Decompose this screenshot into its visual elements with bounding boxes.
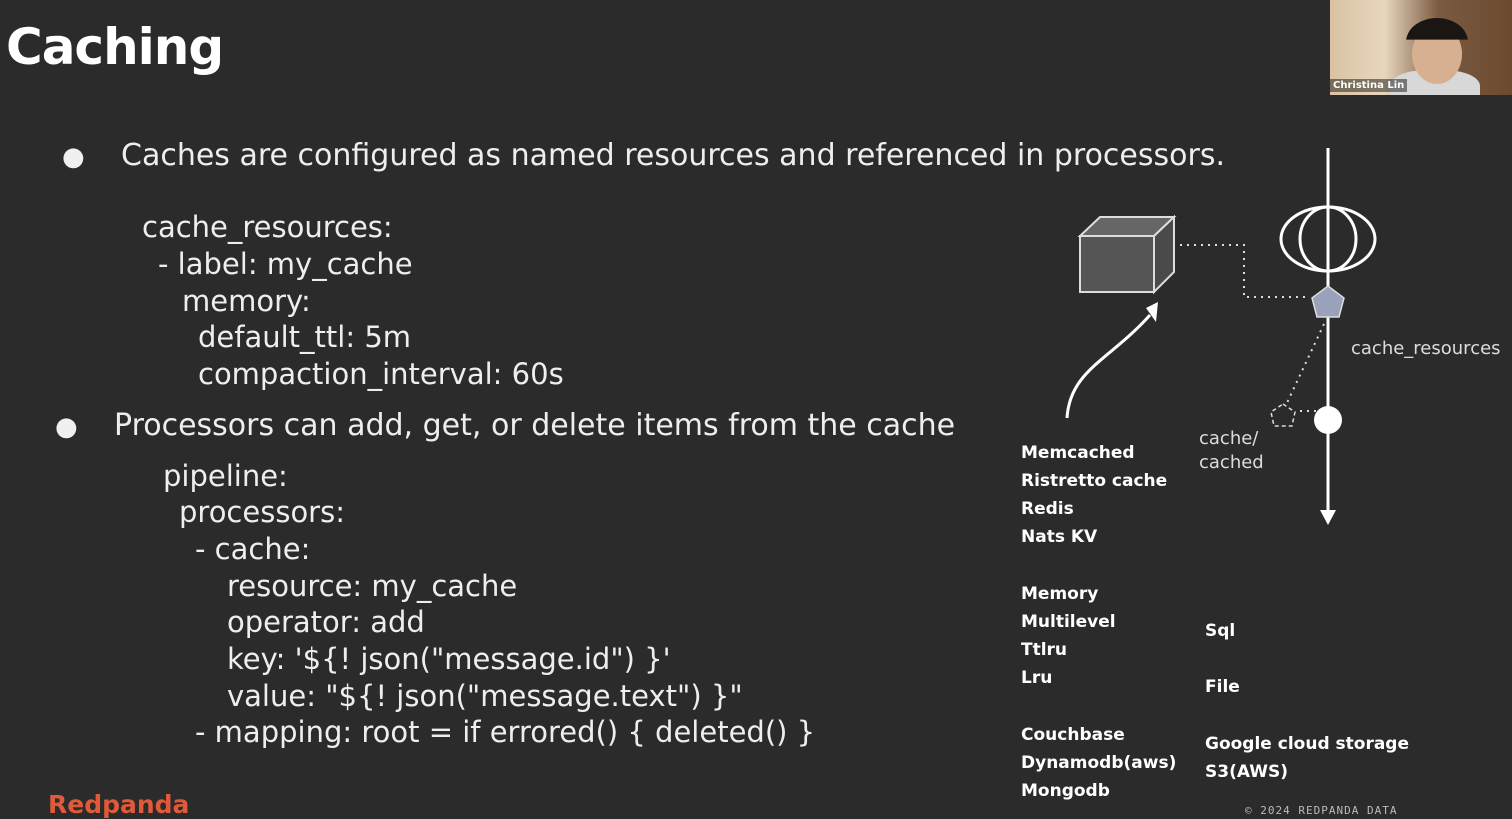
cache-diagram: [1065, 148, 1377, 525]
code-line: default_ttl: 5m: [198, 320, 412, 354]
participant-hair: [1406, 18, 1468, 40]
participant-name: Christina Lin: [1330, 79, 1408, 92]
participant-video: Christina Lin: [1330, 0, 1512, 95]
code-line: - mapping: root = if errored() { deleted…: [195, 715, 816, 749]
cache-type: Sql: [1205, 621, 1236, 641]
code-line: - cache:: [195, 532, 311, 566]
code-line: memory:: [182, 284, 311, 318]
code-line: cache_resources:: [142, 210, 393, 244]
cache-type: Ristretto cache: [1021, 471, 1168, 491]
bullet-dot: ●: [55, 412, 78, 442]
cache-type: Memcached: [1021, 443, 1135, 463]
dashed-pentagon-icon: [1270, 403, 1296, 427]
copyright: © 2024 REDPANDA DATA: [1245, 804, 1398, 817]
code-line: key: '${! json("message.id") }': [227, 642, 671, 676]
code-line: operator: add: [227, 605, 425, 639]
cache-cached-label: cache/: [1199, 428, 1259, 449]
bullet-text: Processors can add, get, or delete items…: [114, 408, 956, 443]
cache-type: Memory: [1021, 584, 1099, 604]
bullet-text: Caches are configured as named resources…: [121, 138, 1225, 173]
code-line: processors:: [179, 495, 345, 529]
code-line: pipeline:: [163, 459, 288, 493]
cache-cached-label: cached: [1199, 452, 1264, 473]
cache-type: Mongodb: [1021, 781, 1110, 801]
cache-type: Redis: [1021, 499, 1074, 519]
cache-type: Ttlru: [1021, 640, 1068, 660]
pentagon-icon: [1311, 285, 1345, 318]
cache-type: Nats KV: [1021, 527, 1098, 547]
cube-icon: [1077, 214, 1177, 295]
slide-title: Caching: [6, 18, 224, 76]
cache-resources-label: cache_resources: [1351, 338, 1501, 359]
code-line: compaction_interval: 60s: [198, 357, 564, 391]
bullet-dot: ●: [62, 142, 85, 172]
cache-type: Multilevel: [1021, 612, 1116, 632]
cache-node-icon: [1314, 406, 1342, 434]
code-line: - label: my_cache: [158, 247, 413, 281]
dotted-connector: [1180, 244, 1308, 298]
code-line: resource: my_cache: [227, 569, 518, 603]
cache-type: File: [1205, 677, 1240, 697]
code-line: value: "${! json("message.text") }": [227, 679, 743, 713]
cache-type: Dynamodb(aws): [1021, 753, 1177, 773]
arrow-down-icon: [1320, 510, 1336, 525]
curved-arrow-icon: [1065, 314, 1152, 419]
cache-type: Couchbase: [1021, 725, 1125, 745]
cache-type: S3(AWS): [1205, 762, 1288, 782]
redpanda-logo: Redpanda: [48, 790, 190, 819]
cache-type: Lru: [1021, 668, 1053, 688]
cache-type: Google cloud storage: [1205, 734, 1410, 754]
